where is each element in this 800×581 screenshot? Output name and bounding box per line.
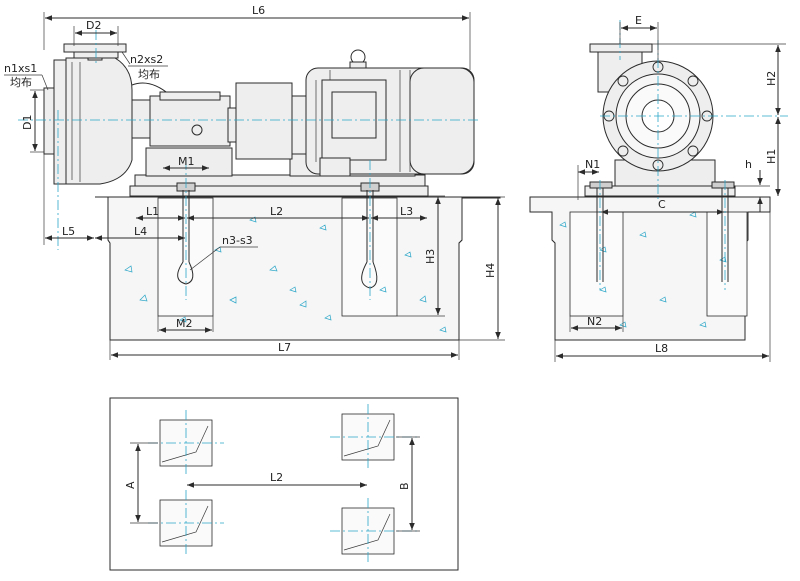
discharge-flange [63, 43, 127, 53]
dim-D2: D2 [86, 19, 101, 32]
motor [291, 49, 475, 177]
coupling-guard [235, 82, 293, 160]
dim-L2-plan: L2 [270, 471, 283, 484]
bearing-bracket [145, 147, 233, 177]
dim-n2xs2: n2xs2 [130, 53, 163, 66]
dim-M1: M1 [178, 155, 195, 168]
dim-M2: M2 [176, 317, 193, 330]
dim-h: h [745, 158, 752, 171]
note-n2-evenly-spaced: 均布 [138, 68, 160, 81]
dim-N2: N2 [587, 315, 602, 328]
dim-L5: L5 [62, 225, 75, 238]
dim-B: B [398, 482, 411, 490]
base-plate [129, 185, 429, 197]
dim-n1xs1: n1xs1 [4, 62, 37, 75]
dim-H4: H4 [484, 263, 497, 278]
side-elevation-view: L6 D2 n1xs1 均布 n2xs2 均布 D1 M1 L1 L2 L3 L… [4, 4, 505, 360]
dim-H2: H2 [765, 71, 778, 86]
bearing-housing [131, 82, 293, 160]
dim-n3s3: n3-s3 [222, 234, 253, 247]
dim-L8: L8 [655, 342, 668, 355]
dim-L3: L3 [400, 205, 413, 218]
dim-H3: H3 [424, 249, 437, 264]
dim-N1: N1 [585, 158, 600, 171]
dim-H1: H1 [765, 149, 778, 164]
dim-L7: L7 [278, 341, 291, 354]
dim-C: C [658, 198, 666, 211]
dim-L2: L2 [270, 205, 283, 218]
dim-E: E [635, 14, 642, 27]
dim-L4: L4 [134, 225, 147, 238]
foundation-plan-view: A B L2 [109, 397, 459, 571]
dim-A: A [124, 481, 137, 489]
dim-L1: L1 [146, 205, 159, 218]
end-elevation-view: E H2 H1 h N1 C N2 L8 [529, 14, 788, 362]
dim-D1: D1 [21, 115, 34, 130]
note-n1-evenly-spaced: 均布 [10, 76, 32, 89]
dim-L6: L6 [252, 4, 265, 17]
